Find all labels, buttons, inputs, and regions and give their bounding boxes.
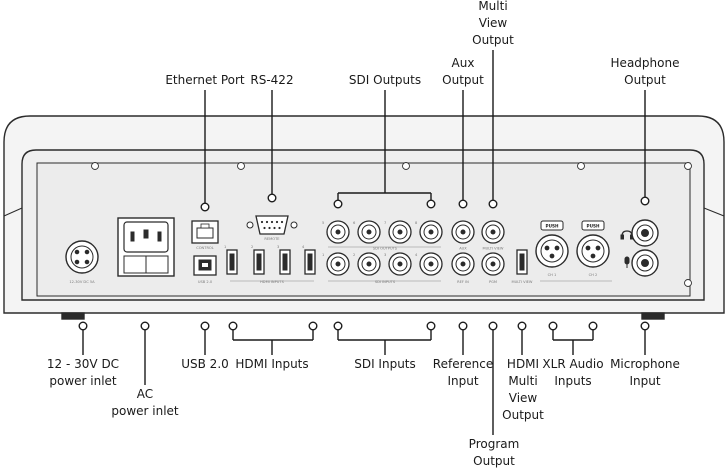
label-ethernet-port: Ethernet Port: [165, 73, 245, 87]
svg-text:3: 3: [277, 245, 279, 249]
svg-text:3: 3: [384, 253, 386, 257]
hdmi-number-prints: 1 2 3 4: [224, 245, 305, 249]
svg-text:1: 1: [322, 253, 324, 257]
hdmi-multiview-port: [516, 249, 528, 275]
ref-in-print: REF IN: [457, 280, 469, 284]
svg-text:1: 1: [224, 245, 226, 249]
dc-rating-print: 12-30V DC 5A: [69, 280, 95, 284]
pgm-print: PGM: [489, 280, 497, 284]
sdi-number-prints: 5 6 7 8 1 2 3 4: [322, 221, 418, 257]
dc-power-connector: [65, 240, 99, 274]
ch1-print: CH 1: [548, 273, 557, 277]
control-print: CONTROL: [196, 246, 214, 250]
svg-text:4: 4: [415, 253, 418, 257]
hdmi-inputs-print: HDMI INPUTS: [260, 280, 285, 284]
label-hdmi-inputs: HDMI Inputs: [235, 357, 309, 371]
push-print-2: PUSH: [587, 224, 600, 229]
ethernet-jack: [191, 220, 219, 244]
svg-text:6: 6: [353, 221, 356, 225]
label-sdi-outputs: SDI Outputs: [348, 73, 422, 87]
push-print-1: PUSH: [546, 224, 559, 229]
ac-power-inlet: [117, 217, 175, 277]
rs422-connector: [246, 215, 298, 235]
label-usb: USB 2.0: [181, 357, 229, 371]
multiview-sdi-print: MULTI VIEW: [483, 247, 504, 251]
svg-text:2: 2: [251, 245, 253, 249]
headphone-mic-jacks: [620, 219, 659, 277]
svg-text:2: 2: [353, 253, 355, 257]
remote-print: REMOTE: [264, 237, 280, 241]
xlr-inputs: [535, 220, 610, 268]
label-rs422: RS-422: [250, 73, 294, 87]
sdi-bnc-connectors: [326, 220, 505, 276]
ch2-print: CH 2: [589, 273, 598, 277]
hdmi-input-ports: [226, 249, 316, 275]
multiview-hdmi-print: MULTI VIEW: [512, 280, 533, 284]
aux-print: AUX: [459, 247, 467, 251]
label-sdi-inputs: SDI Inputs: [354, 357, 416, 371]
usb-port: [193, 255, 217, 276]
svg-text:4: 4: [302, 245, 305, 249]
chassis: [3, 115, 725, 320]
sdi-inputs-print: SDI INPUTS: [375, 280, 396, 284]
callout-lines: [78, 50, 650, 435]
panel-screws: [91, 162, 692, 287]
svg-text:5: 5: [322, 221, 324, 225]
usb-print: USB 2.0: [198, 280, 213, 284]
svg-text:7: 7: [384, 221, 386, 225]
sdi-outputs-print: SDI OUTPUTS: [373, 247, 398, 251]
svg-text:8: 8: [415, 221, 418, 225]
